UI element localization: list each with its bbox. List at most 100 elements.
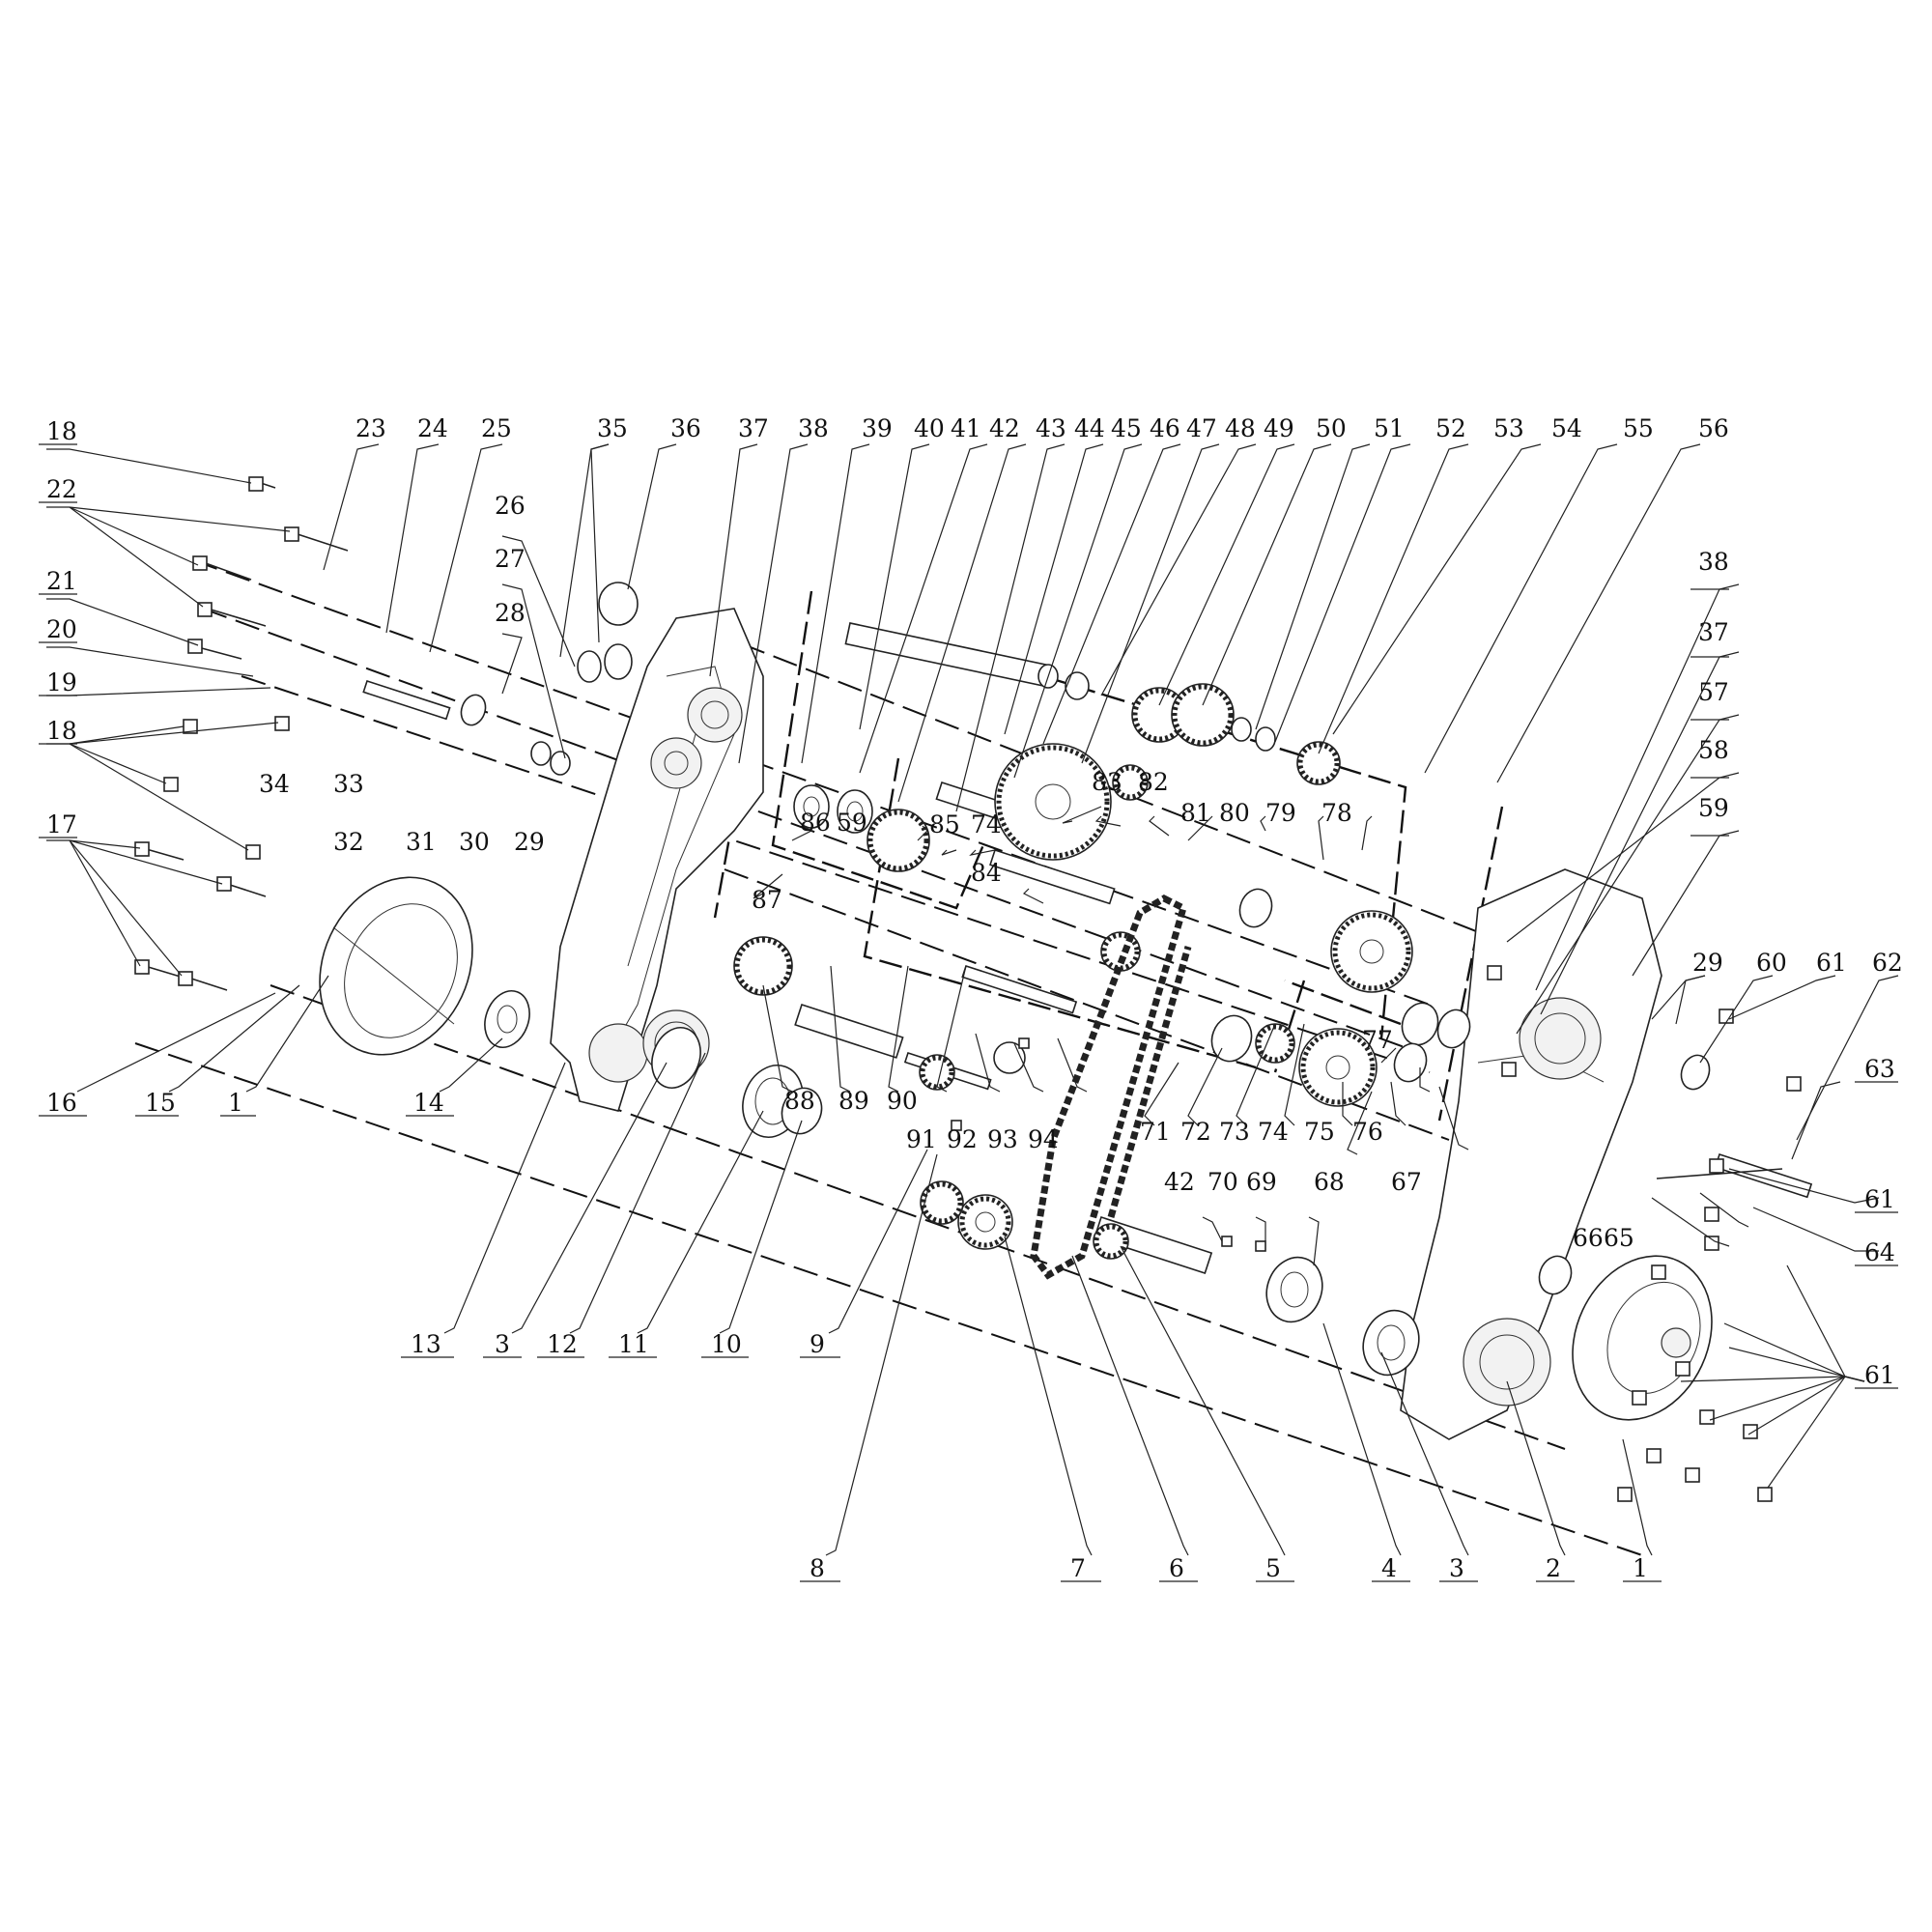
callout-76: 76 [1352, 1118, 1383, 1146]
callout-17: 17 [46, 810, 77, 838]
callout-33: 33 [333, 770, 364, 798]
callout-44: 44 [1074, 414, 1105, 442]
callout-41: 41 [951, 414, 981, 442]
callout-25: 25 [481, 414, 512, 442]
callout-10: 10 [711, 1330, 742, 1358]
callout-26: 26 [495, 492, 526, 520]
callout-74b: 74 [1258, 1118, 1289, 1146]
callout-37-right: 37 [1698, 618, 1729, 646]
callout-46: 46 [1150, 414, 1180, 442]
callout-80: 80 [1219, 799, 1250, 827]
callout-59-right: 59 [1698, 794, 1729, 822]
callout-88: 88 [784, 1087, 815, 1115]
callout-53: 53 [1493, 414, 1524, 442]
callout-65: 65 [1604, 1224, 1634, 1252]
callout-45: 45 [1111, 414, 1142, 442]
callout-42b: 42 [1164, 1168, 1195, 1196]
bearings-and-seals [460, 582, 1711, 1377]
callout-94: 94 [1028, 1125, 1059, 1153]
right-cover [1572, 1255, 1713, 1421]
callout-3: 3 [1449, 1554, 1464, 1582]
callout-23: 23 [355, 414, 386, 442]
callout-89: 89 [838, 1087, 869, 1115]
callout-22: 22 [46, 475, 77, 503]
callout-15: 15 [145, 1089, 176, 1117]
callout-91: 91 [906, 1125, 937, 1153]
callout-1: 1 [1633, 1554, 1648, 1582]
callout-61-mid: 61 [1864, 1185, 1895, 1213]
callout-90: 90 [887, 1087, 918, 1115]
callout-74: 74 [971, 810, 1002, 838]
callout-8: 8 [810, 1554, 825, 1582]
callout-69: 69 [1246, 1168, 1277, 1196]
callout-82: 82 [1138, 768, 1169, 796]
right-housing [1400, 868, 1662, 1440]
callout-84: 84 [971, 859, 1002, 887]
callout-68: 68 [1314, 1168, 1345, 1196]
callout-49: 49 [1264, 414, 1294, 442]
callout-93: 93 [987, 1125, 1018, 1153]
callout-20: 20 [46, 615, 77, 643]
callout-38: 38 [798, 414, 829, 442]
callout-81: 81 [1180, 799, 1211, 827]
callout-35: 35 [597, 414, 628, 442]
callout-31: 31 [406, 828, 437, 856]
callout-underlines [39, 443, 1898, 1582]
callout-29-right: 29 [1692, 949, 1723, 977]
callout-58: 58 [1698, 736, 1729, 764]
callout-18b: 18 [46, 717, 77, 745]
callout-57: 57 [1698, 678, 1729, 706]
callout-21: 21 [46, 567, 77, 595]
callout-67: 67 [1391, 1168, 1422, 1196]
callout-42: 42 [989, 414, 1020, 442]
left-housing [550, 608, 764, 1112]
callout-78: 78 [1321, 799, 1352, 827]
callout-24: 24 [417, 414, 448, 442]
callout-51: 51 [1374, 414, 1405, 442]
callout-29: 29 [514, 828, 545, 856]
callout-52: 52 [1435, 414, 1466, 442]
callout-70: 70 [1208, 1168, 1238, 1196]
callout-12: 12 [547, 1330, 578, 1358]
callout-36: 36 [670, 414, 701, 442]
callout-48: 48 [1225, 414, 1256, 442]
callout-60: 60 [1756, 949, 1787, 977]
callout-28: 28 [495, 599, 526, 627]
callout-13: 13 [411, 1330, 441, 1358]
callout-55: 55 [1623, 414, 1654, 442]
callout-labels: 18 22 21 20 19 18 17 23 24 25 26 27 28 3… [46, 414, 1903, 1582]
callout-39: 39 [862, 414, 893, 442]
callout-6: 6 [1169, 1554, 1184, 1582]
drive-chain [1030, 895, 1192, 1280]
callout-40: 40 [914, 414, 945, 442]
callout-5: 5 [1265, 1554, 1281, 1582]
callout-7: 7 [1070, 1554, 1086, 1582]
callout-59: 59 [837, 809, 867, 837]
callout-4: 4 [1381, 1554, 1397, 1582]
callout-11: 11 [618, 1330, 649, 1358]
callout-75: 75 [1304, 1118, 1335, 1146]
callout-87: 87 [752, 886, 782, 914]
callout-85: 85 [929, 810, 960, 838]
callout-77: 77 [1362, 1026, 1393, 1054]
callout-63: 63 [1864, 1055, 1895, 1083]
leader-lines [46, 443, 1899, 1556]
callout-1-left: 1 [228, 1089, 243, 1117]
callout-56: 56 [1698, 414, 1729, 442]
callout-71: 71 [1140, 1118, 1171, 1146]
callout-50: 50 [1316, 414, 1347, 442]
callout-14: 14 [413, 1089, 444, 1117]
callout-2: 2 [1546, 1554, 1561, 1582]
callout-16: 16 [46, 1089, 77, 1117]
callout-30: 30 [459, 828, 490, 856]
callout-27: 27 [495, 545, 526, 573]
gears [733, 683, 1413, 1260]
callout-92: 92 [947, 1125, 978, 1153]
callout-19: 19 [46, 668, 77, 696]
callout-32: 32 [333, 828, 364, 856]
left-cover [319, 876, 473, 1056]
callout-61-bottom: 61 [1864, 1361, 1895, 1389]
callout-86: 86 [800, 809, 831, 837]
callout-73: 73 [1219, 1118, 1250, 1146]
